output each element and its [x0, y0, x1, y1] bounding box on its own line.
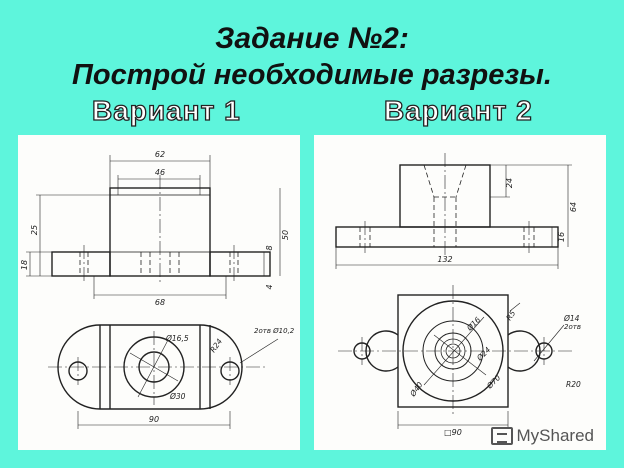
- dim-24: 24: [505, 178, 514, 188]
- front-view: 132 24 64 16: [335, 153, 578, 269]
- dim-d24b: Ø24: [474, 345, 492, 363]
- variant-2-label: Вариант 2: [383, 95, 533, 126]
- dim-25: 25: [30, 225, 39, 235]
- watermark: MyShared: [490, 426, 594, 446]
- dim-d30: Ø30: [169, 392, 186, 401]
- presentation-icon: [490, 427, 513, 445]
- dim-8: 8: [265, 245, 274, 250]
- dim-r20: R20: [566, 380, 581, 389]
- dim-d16b: Ø16: [464, 315, 482, 333]
- top-view: Ø16,5 Ø30 R24 2отв Ø10,2 90: [48, 324, 295, 429]
- dim-sq90: □90: [444, 428, 462, 437]
- dim-16: 16: [557, 232, 566, 242]
- dim-r5: R5: [504, 309, 517, 323]
- dim-holes: 2отв Ø10,2: [254, 327, 295, 335]
- dim-68: 68: [155, 298, 165, 307]
- dim-d16-5: Ø16,5: [165, 334, 189, 343]
- dim-64: 64: [569, 202, 578, 212]
- variant-1-label: Вариант 1: [91, 95, 241, 126]
- dim-132: 132: [437, 255, 452, 264]
- variant-2-drawing: 132 24 64 16: [314, 135, 606, 450]
- dim-50: 50: [281, 230, 290, 240]
- title-line-1: Задание №2:: [215, 22, 409, 55]
- dim-46: 46: [155, 168, 165, 177]
- dim-62: 62: [155, 150, 165, 159]
- dim-18: 18: [20, 260, 29, 270]
- dim-d14: Ø14: [563, 314, 580, 323]
- dim-90: 90: [149, 415, 159, 424]
- top-view: R5 Ø14 2отв Ø16 Ø24 Ø40 Ø70 R20 □90: [338, 285, 581, 437]
- title-line-2: Построй необходимые разрезы.: [72, 59, 552, 91]
- dim-2otv: 2отв: [564, 323, 581, 331]
- variant-1-drawing: 62 46 68 25 18 50 8 4: [18, 135, 300, 450]
- watermark-text: MyShared: [516, 426, 594, 445]
- dim-4: 4: [265, 284, 274, 289]
- front-view: 62 46 68 25 18 50 8 4: [20, 150, 290, 307]
